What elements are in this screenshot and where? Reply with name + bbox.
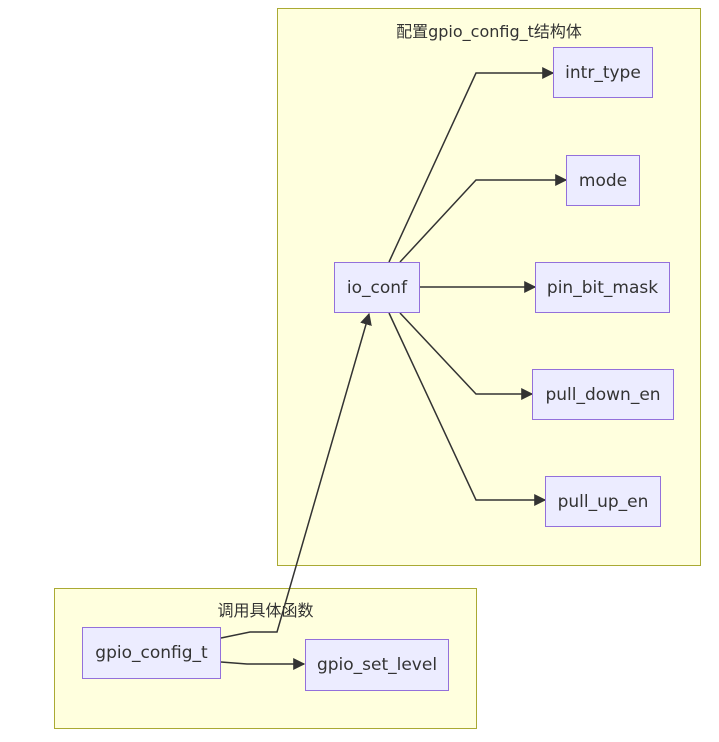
node-pull-up-en: pull_up_en xyxy=(545,476,661,527)
node-mode: mode xyxy=(566,155,640,206)
node-gpio-config-t: gpio_config_t xyxy=(82,627,221,679)
cluster-call-title: 调用具体函数 xyxy=(217,601,314,620)
node-pull-down-en: pull_down_en xyxy=(532,369,674,420)
node-pin-bit-mask: pin_bit_mask xyxy=(535,262,670,313)
node-intr-type: intr_type xyxy=(553,47,653,98)
cluster-config-title: 配置gpio_config_t结构体 xyxy=(396,22,582,41)
node-gpio-set-level: gpio_set_level xyxy=(305,639,449,691)
node-io-conf: io_conf xyxy=(334,262,420,313)
